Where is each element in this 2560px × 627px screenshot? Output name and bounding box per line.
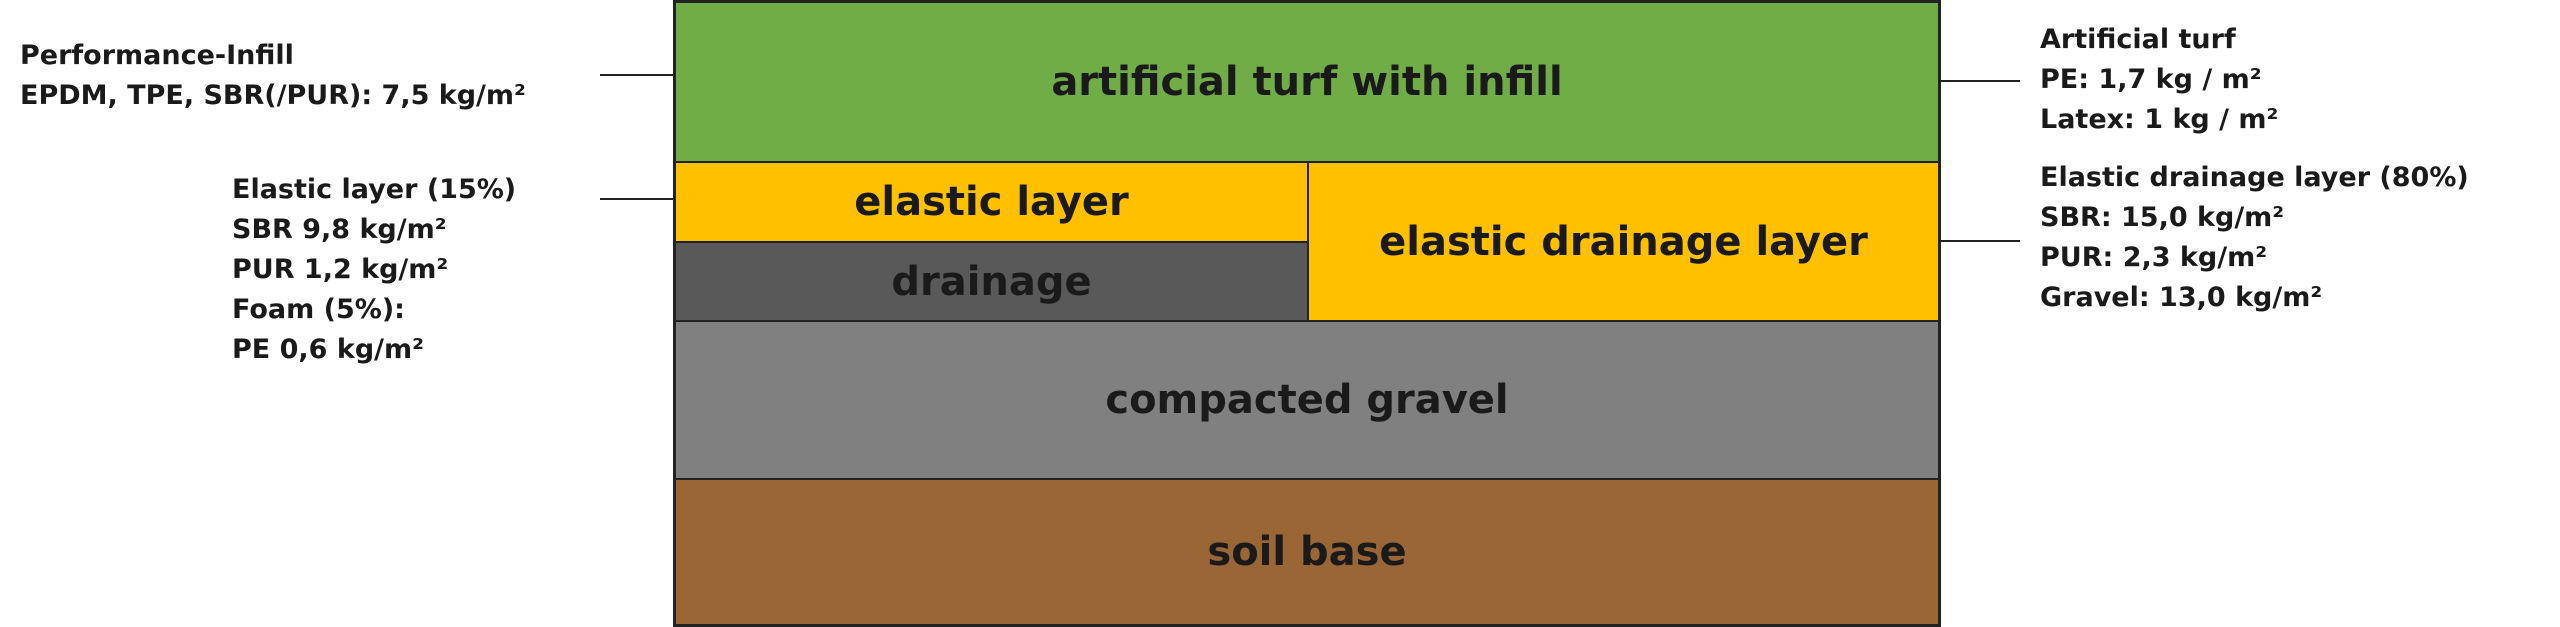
connector-line-elastic-layer [600,198,673,200]
elastic-drainage-layer-label: elastic drainage layer [1379,218,1868,265]
annotation-line: Performance-Infill [20,40,294,71]
annotation-line: PUR 1,2 kg/m² [232,254,449,285]
performance-infill-annotation: Performance-Infill EPDM, TPE, SBR(/PUR):… [20,36,526,116]
artificial-turf-layer: artificial turf with infill [675,2,1939,162]
compacted-gravel-layer: compacted gravel [675,321,1939,479]
annotation-line: PUR: 2,3 kg/m² [2040,242,2268,273]
connector-line-elastic-drainage [1941,240,2020,242]
soil-base-label: soil base [1207,529,1407,575]
annotation-line: EPDM, TPE, SBR(/PUR): 7,5 kg/m² [20,80,526,111]
elastic-layer: elastic layer [675,162,1308,242]
drainage-layer-label: drainage [891,258,1092,305]
annotation-line: PE 0,6 kg/m² [232,334,424,365]
annotation-line: Latex: 1 kg / m² [2040,104,2279,135]
annotation-line: Foam (5%): [232,294,405,325]
connector-line-performance-infill [600,74,673,76]
artificial-turf-annotation: Artificial turf PE: 1,7 kg / m² Latex: 1… [2040,20,2278,140]
soil-base-layer: soil base [675,479,1939,625]
elastic-drainage-annotation: Elastic drainage layer (80%) SBR: 15,0 k… [2040,158,2469,318]
annotation-line: SBR: 15,0 kg/m² [2040,202,2285,233]
elastic-layer-label: elastic layer [854,179,1129,225]
compacted-gravel-label: compacted gravel [1105,377,1509,423]
elastic-layer-annotation: Elastic layer (15%) SBR 9,8 kg/m² PUR 1,… [232,170,516,370]
layer-diagram: artificial turf with infill elastic laye… [673,0,1941,627]
artificial-turf-label: artificial turf with infill [1051,59,1563,105]
annotation-line: Gravel: 13,0 kg/m² [2040,282,2323,313]
annotation-line: Elastic drainage layer (80%) [2040,162,2469,193]
annotation-line: Elastic layer (15%) [232,174,517,205]
connector-line-artificial-turf [1941,80,2020,82]
elastic-drainage-layer: elastic drainage layer [1308,162,1939,321]
annotation-line: SBR 9,8 kg/m² [232,214,447,245]
annotation-line: Artificial turf [2040,24,2236,55]
annotation-line: PE: 1,7 kg / m² [2040,64,2262,95]
drainage-layer: drainage [675,242,1308,321]
